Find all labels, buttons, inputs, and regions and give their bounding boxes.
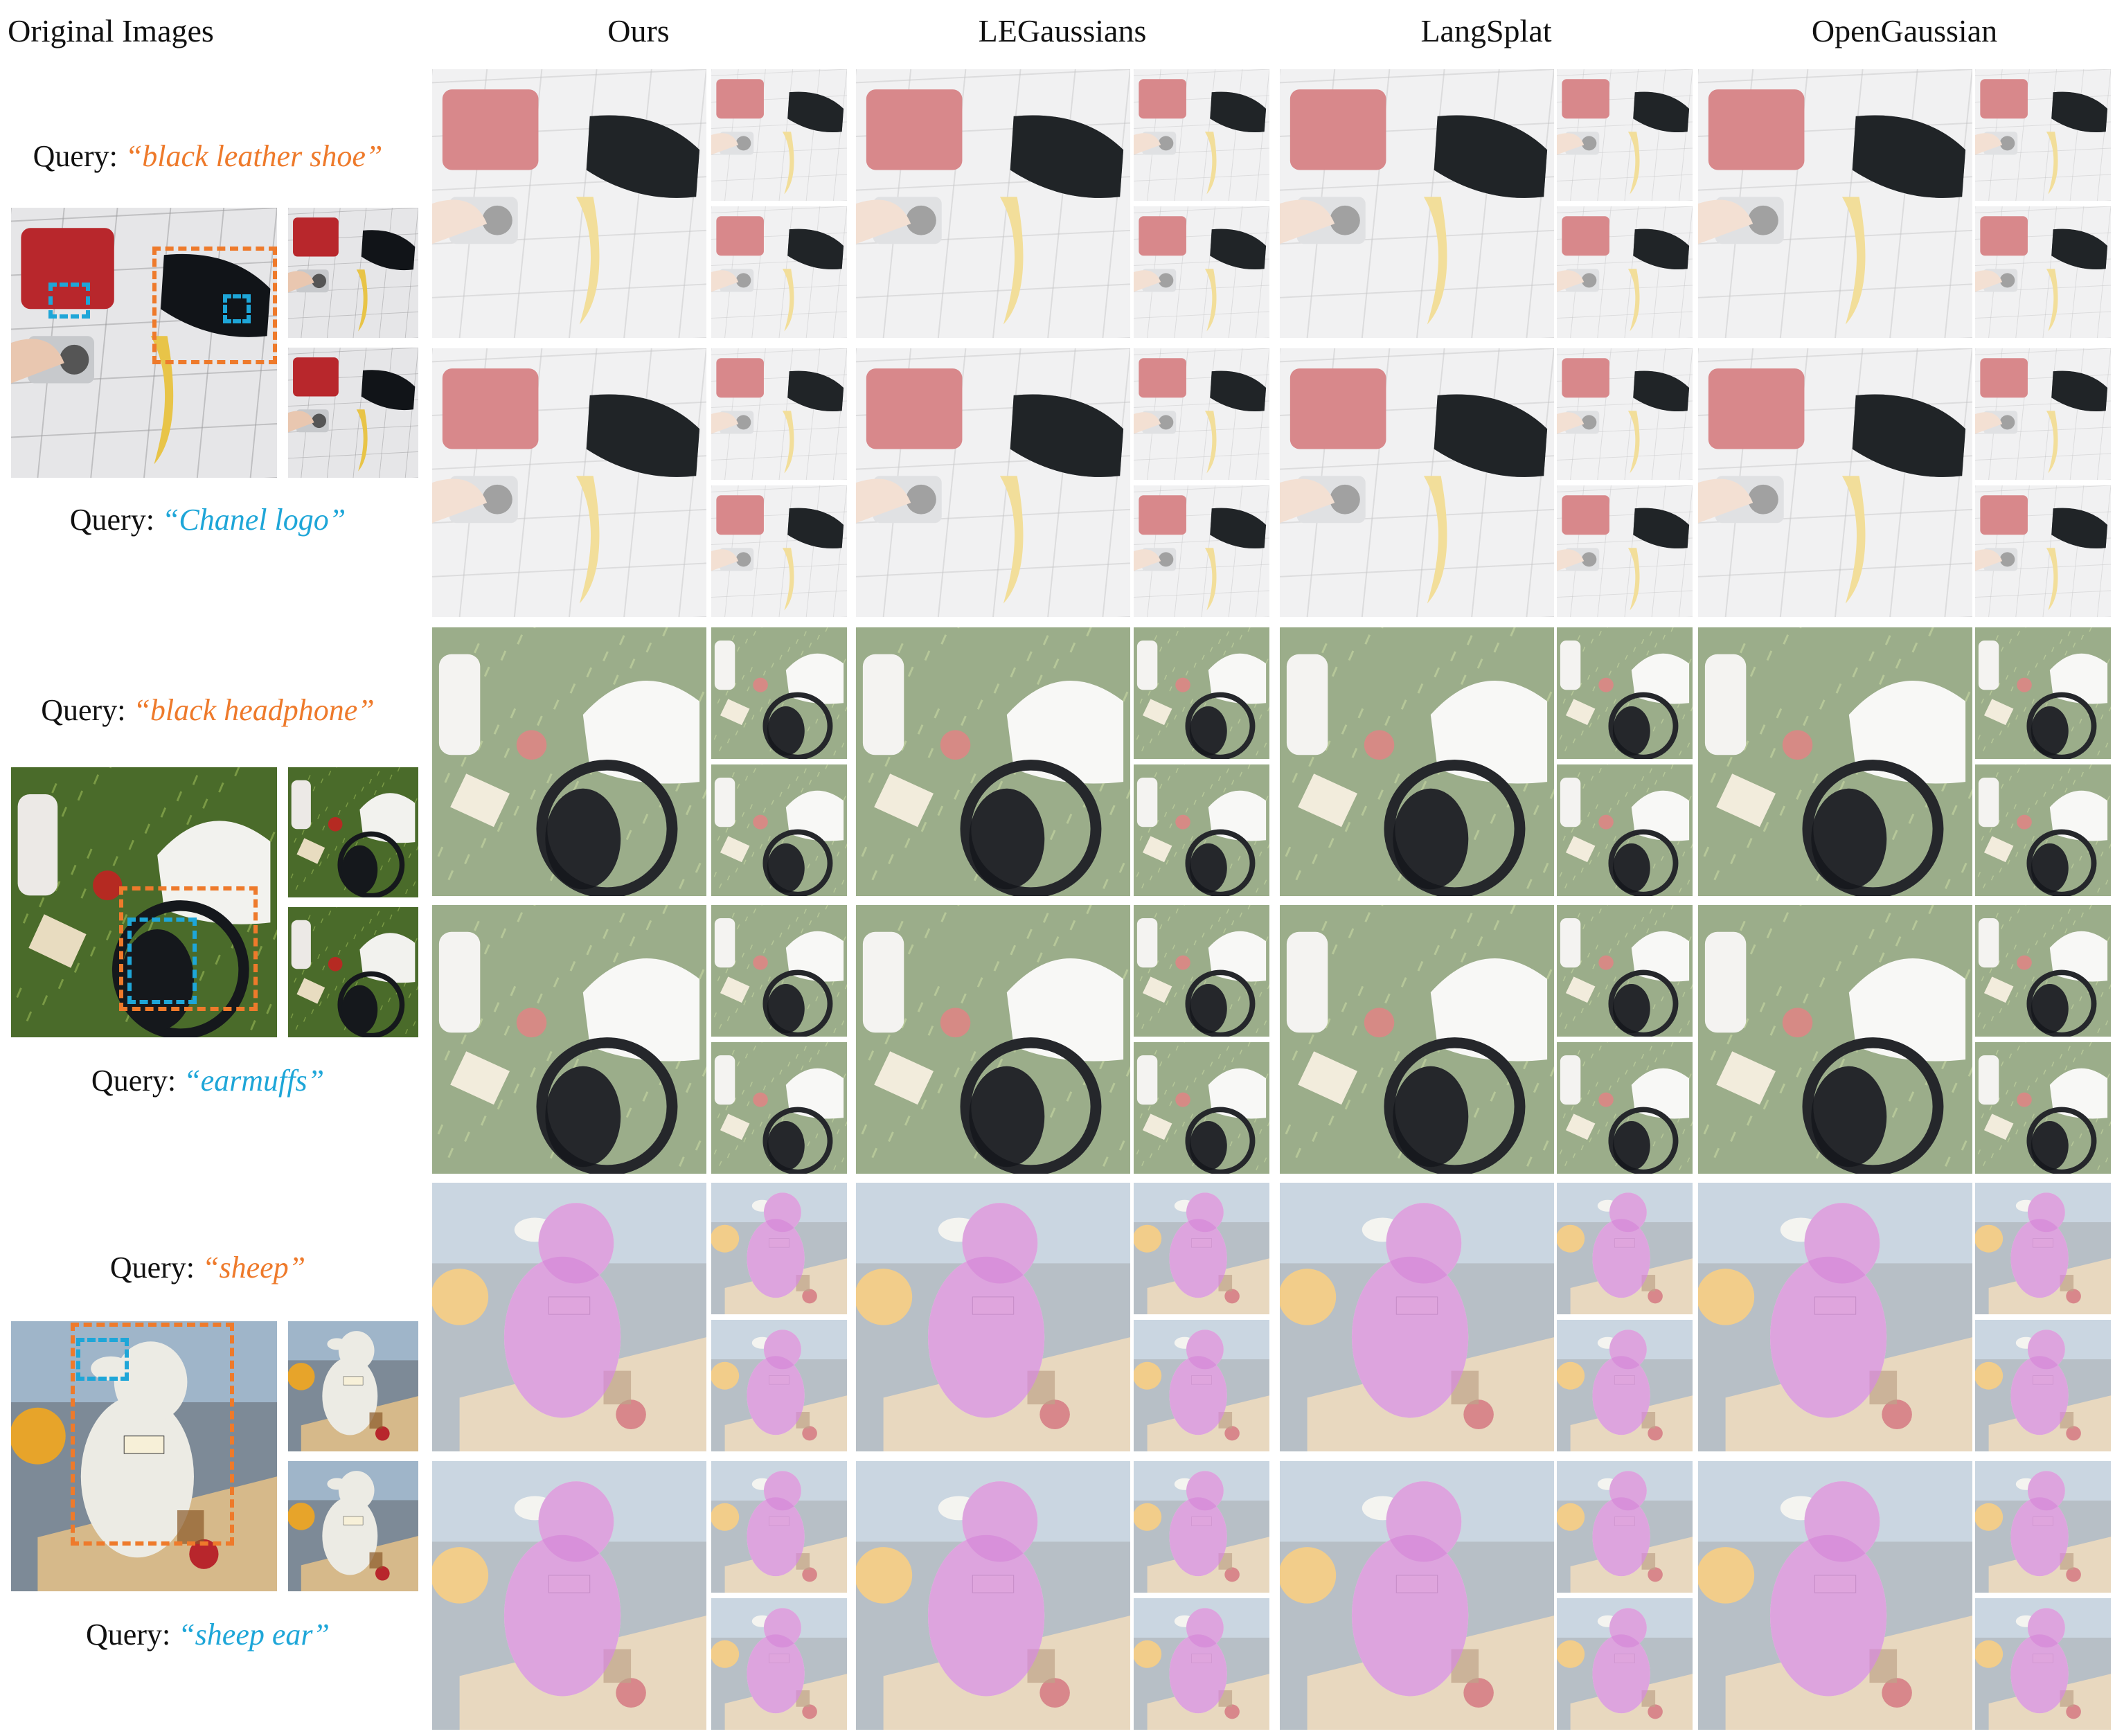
legaussians-sheep-q2-view-a — [1134, 1461, 1269, 1593]
langsplat-headphone-q1-view-a — [1557, 627, 1693, 759]
langsplat-headphone-q2-main — [1280, 905, 1554, 1174]
legaussians-sheep-q1-view-a — [1134, 1183, 1269, 1314]
query-box-earmuff — [127, 918, 197, 1004]
ours-shoe-q1-main — [432, 69, 706, 338]
header-original-images: Original Images — [8, 13, 214, 48]
legaussians-headphone-q1-view-b — [1134, 764, 1269, 896]
ours-shoe-q2-view-a — [711, 348, 847, 480]
query-box-logo-shoe — [223, 294, 251, 323]
ours-sheep-q1-main — [432, 1183, 706, 1451]
original-shoe-view-b — [288, 348, 418, 478]
opengaussian-headphone-q2-view-b — [1975, 1042, 2111, 1174]
header-opengaussian: OpenGaussian — [1811, 13, 1998, 48]
legaussians-sheep-q1-main — [856, 1183, 1130, 1451]
opengaussian-shoe-q2-view-a — [1975, 348, 2111, 480]
langsplat-shoe-q1-view-a — [1557, 69, 1693, 201]
query-box-sheep-ear — [76, 1338, 129, 1381]
opengaussian-headphone-q2-main — [1698, 905, 1972, 1174]
legaussians-shoe-q2-view-a — [1134, 348, 1269, 480]
legaussians-shoe-q1-view-a — [1134, 69, 1269, 201]
ours-headphone-q2-view-a — [711, 905, 847, 1037]
query-box-shoe — [152, 247, 277, 364]
legaussians-headphone-q2-main — [856, 905, 1130, 1174]
ours-headphone-q1-view-a — [711, 627, 847, 759]
query-box-sheep — [71, 1323, 234, 1546]
ours-sheep-q2-main — [432, 1461, 706, 1730]
query-label-sheep-ear: Query: “sheep ear” — [86, 1618, 330, 1652]
ours-headphone-q2-view-b — [711, 1042, 847, 1174]
legaussians-shoe-q1-view-b — [1134, 206, 1269, 338]
legaussians-sheep-q2-main — [856, 1461, 1130, 1730]
original-headphone-main — [11, 767, 277, 1037]
opengaussian-shoe-q2-view-b — [1975, 485, 2111, 617]
opengaussian-headphone-q1-main — [1698, 627, 1972, 896]
original-sheep-view-a — [288, 1321, 418, 1451]
opengaussian-sheep-q1-main — [1698, 1183, 1972, 1451]
legaussians-shoe-q2-view-b — [1134, 485, 1269, 617]
query-box-logo-bag — [48, 283, 90, 319]
original-shoe-view-a — [288, 208, 418, 338]
query-label-black-leather-shoe: Query: “black leather shoe” — [33, 139, 383, 173]
legaussians-shoe-q1-main — [856, 69, 1130, 338]
langsplat-headphone-q2-view-b — [1557, 1042, 1693, 1174]
langsplat-shoe-q1-main — [1280, 69, 1554, 338]
original-shoe-main — [11, 208, 277, 478]
original-sheep-view-b — [288, 1461, 418, 1591]
langsplat-headphone-q1-main — [1280, 627, 1554, 896]
original-headphone-view-b — [288, 907, 418, 1037]
langsplat-shoe-q1-view-b — [1557, 206, 1693, 338]
query-label-sheep: Query: “sheep” — [109, 1251, 306, 1285]
ours-sheep-q1-view-b — [711, 1320, 847, 1451]
ours-sheep-q2-view-a — [711, 1461, 847, 1593]
opengaussian-sheep-q2-view-a — [1975, 1461, 2111, 1593]
langsplat-headphone-q1-view-b — [1557, 764, 1693, 896]
ours-sheep-q1-view-a — [711, 1183, 847, 1314]
header-legaussians: LEGaussians — [978, 13, 1147, 48]
langsplat-sheep-q2-view-b — [1557, 1598, 1693, 1730]
legaussians-headphone-q2-view-b — [1134, 1042, 1269, 1174]
langsplat-sheep-q1-main — [1280, 1183, 1554, 1451]
opengaussian-shoe-q1-view-b — [1975, 206, 2111, 338]
header-ours: Ours — [607, 13, 670, 48]
langsplat-sheep-q1-view-b — [1557, 1320, 1693, 1451]
query-label-chanel-logo: Query: “Chanel logo” — [69, 503, 346, 537]
header-langsplat: LangSplat — [1420, 13, 1552, 48]
legaussians-headphone-q2-view-a — [1134, 905, 1269, 1037]
legaussians-headphone-q1-main — [856, 627, 1130, 896]
opengaussian-sheep-q1-view-b — [1975, 1320, 2111, 1451]
langsplat-shoe-q2-main — [1280, 348, 1554, 617]
langsplat-sheep-q2-main — [1280, 1461, 1554, 1730]
ours-headphone-q1-main — [432, 627, 706, 896]
query-box-headphone — [119, 886, 258, 1011]
ours-shoe-q1-view-a — [711, 69, 847, 201]
ours-shoe-q1-view-b — [711, 206, 847, 338]
opengaussian-shoe-q2-main — [1698, 348, 1972, 617]
ours-sheep-q2-view-b — [711, 1598, 847, 1730]
opengaussian-headphone-q1-view-a — [1975, 627, 2111, 759]
langsplat-shoe-q2-view-b — [1557, 485, 1693, 617]
langsplat-shoe-q2-view-a — [1557, 348, 1693, 480]
legaussians-sheep-q2-view-b — [1134, 1598, 1269, 1730]
legaussians-sheep-q1-view-b — [1134, 1320, 1269, 1451]
ours-shoe-q2-view-b — [711, 485, 847, 617]
langsplat-headphone-q2-view-a — [1557, 905, 1693, 1037]
opengaussian-headphone-q2-view-a — [1975, 905, 2111, 1037]
opengaussian-sheep-q1-view-a — [1975, 1183, 2111, 1314]
opengaussian-headphone-q1-view-b — [1975, 764, 2111, 896]
original-headphone-view-a — [288, 767, 418, 897]
opengaussian-sheep-q2-main — [1698, 1461, 1972, 1730]
ours-headphone-q1-view-b — [711, 764, 847, 896]
langsplat-sheep-q2-view-a — [1557, 1461, 1693, 1593]
legaussians-headphone-q1-view-a — [1134, 627, 1269, 759]
opengaussian-shoe-q1-main — [1698, 69, 1972, 338]
legaussians-shoe-q2-main — [856, 348, 1130, 617]
query-label-earmuffs: Query: “earmuffs” — [91, 1064, 325, 1098]
ours-shoe-q2-main — [432, 348, 706, 617]
query-label-black-headphone: Query: “black headphone” — [41, 693, 375, 727]
opengaussian-sheep-q2-view-b — [1975, 1598, 2111, 1730]
langsplat-sheep-q1-view-a — [1557, 1183, 1693, 1314]
opengaussian-shoe-q1-view-a — [1975, 69, 2111, 201]
ours-headphone-q2-main — [432, 905, 706, 1174]
